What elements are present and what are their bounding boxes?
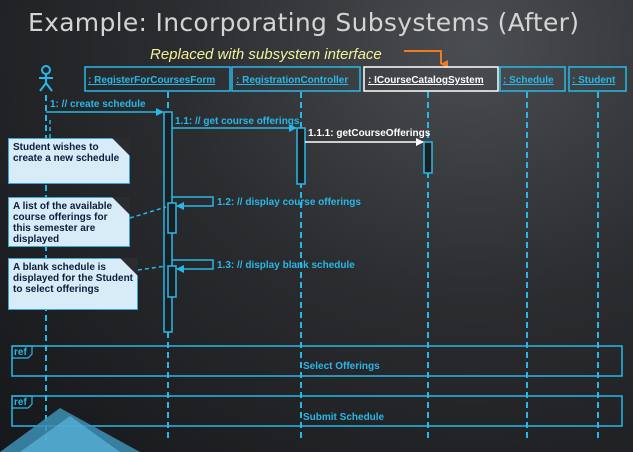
lifeline-label: : Student [572,75,616,86]
message-display-course-offerings: 1.2: // display course offerings [172,196,361,210]
lifeline-label: : ICourseCatalogSystem [368,75,484,86]
frame-tag: ref [14,347,27,358]
lifeline-head-registerforcoursesform[interactable]: : RegisterForCoursesForm [84,66,231,92]
message-display-blank-schedule: 1.3: // display blank schedule [172,259,355,273]
note-course-offerings-list: A list of the available course offerings… [8,197,130,247]
svg-text:1: // create schedule: 1: // create schedule [50,99,146,110]
activations [163,111,433,333]
actor-icon [39,65,53,92]
svg-text:1.2: // display course offerin: 1.2: // display course offerings [217,197,361,208]
callout-arrow [404,50,448,68]
svg-text:1.1: // get course offerings: 1.1: // get course offerings [175,116,300,127]
lifeline-head-schedule[interactable]: : Schedule [499,66,566,92]
message-get-course-offerings: 1.1: // get course offerings [172,116,300,132]
callout-text: Replaced with subsystem interface [150,46,382,63]
lifeline-head-icoursecatalogsystem[interactable]: : ICourseCatalogSystem [363,66,499,92]
lifeline-label: : RegistrationController [236,75,348,86]
frame-tag: ref [14,397,27,408]
frame-label: Select Offerings [303,361,380,372]
lifeline-head-registrationcontroller[interactable]: : RegistrationController [231,66,361,92]
lifeline-label: : RegisterForCoursesForm [88,75,215,86]
decorative-ribbon [0,408,140,452]
note-connectors [49,118,167,271]
lifeline-label: : Schedule [503,75,554,86]
lifeline-head-student[interactable]: : Student [568,66,627,92]
note-blank-schedule: A blank schedule is displayed for the St… [8,258,138,310]
svg-text:1.1.1: getCourseOfferings: 1.1.1: getCourseOfferings [308,128,431,139]
note-student-wishes: Student wishes to create a new schedule [8,138,130,184]
message-getcourseofferings: 1.1.1: getCourseOfferings [305,128,431,146]
message-create-schedule: 1: // create schedule [46,99,164,116]
svg-text:1.3: // display blank schedule: 1.3: // display blank schedule [217,260,355,271]
ref-frame-select-offerings[interactable]: ref Select Offerings [11,345,623,377]
frame-label: Submit Schedule [303,412,385,423]
ref-frame-submit-schedule[interactable]: ref Submit Schedule [11,395,623,427]
slide-title: Example: Incorporating Subsystems (After… [28,8,580,37]
